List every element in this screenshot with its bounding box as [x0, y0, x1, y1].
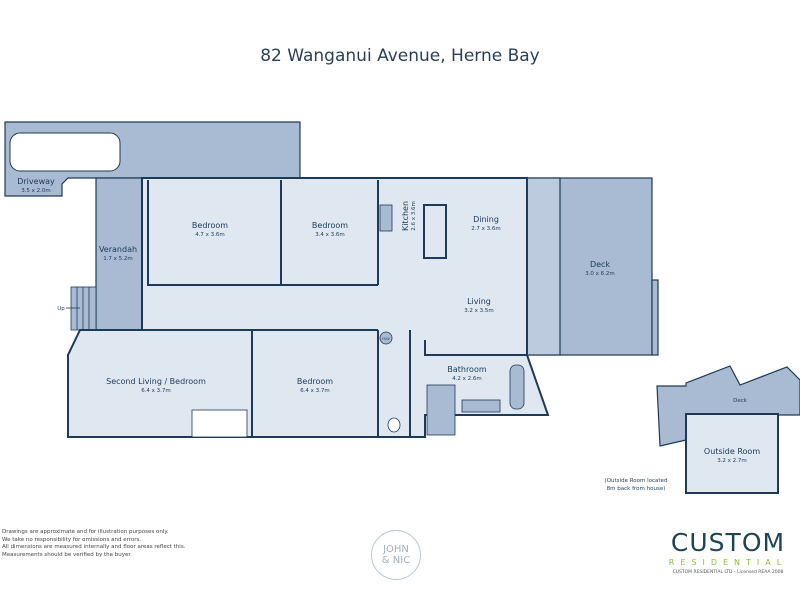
living-label: Living	[467, 297, 491, 306]
bathtub-icon	[509, 364, 525, 410]
brand-name: CUSTOM	[670, 528, 786, 557]
vanity-icon	[461, 399, 501, 413]
hot-water-label: H/W	[382, 337, 390, 341]
seal-line: & NIC	[381, 555, 411, 566]
page-title: 82 Wanganui Avenue, Herne Bay	[260, 46, 540, 66]
verandah-label: Verandah	[99, 245, 137, 254]
bedroom3-dims: 6.4 x 3.7m	[300, 388, 330, 394]
outside-room-area	[685, 413, 779, 494]
hot-water-icon	[379, 331, 393, 345]
up-label: Up	[57, 306, 65, 312]
dining-dims: 2.7 x 3.6m	[471, 226, 501, 232]
driveway-label: Driveway	[17, 177, 55, 186]
disclaimer-line: Measurements should be verified by the b…	[2, 551, 132, 558]
room-labels: Driveway 3.5 x 2.0m Verandah 1.7 x 5.2m …	[17, 177, 760, 492]
outside-note-line2: 8m back from house)	[607, 486, 666, 492]
brand-license: CUSTOM RESIDENTIAL LTD - Licensed REAA 2…	[672, 570, 784, 575]
bathroom-label: Bathroom	[447, 365, 487, 374]
dining-label: Dining	[473, 215, 499, 224]
house-area	[67, 177, 550, 438]
shower-icon	[426, 384, 456, 436]
toilet-icon	[387, 417, 401, 433]
bedroom2-label: Bedroom	[312, 221, 348, 230]
disclaimer-line: All dimensions are measured internally a…	[2, 544, 186, 550]
outside-room-label: Outside Room	[704, 447, 760, 456]
disclaimer-line: We take no responsibility for omissions …	[2, 536, 142, 543]
deck-label: Deck	[590, 260, 610, 269]
custom-residential-logo: CUSTOM RESIDENTIAL CUSTOM RESIDENTIAL LT…	[668, 528, 788, 576]
second-living-dims: 6.4 x 3.7m	[141, 388, 171, 394]
disclaimer-line: Drawings are approximate and for illustr…	[2, 529, 169, 535]
second-living-label: Second Living / Bedroom	[106, 377, 206, 386]
bedroom3-label: Bedroom	[297, 377, 333, 386]
car-icon	[9, 132, 121, 172]
bathroom-dims: 4.2 x 2.6m	[452, 376, 482, 382]
brand-sub: RESIDENTIAL	[668, 558, 788, 567]
deck-dims: 3.0 x 6.2m	[585, 271, 615, 277]
verandah-area	[95, 177, 143, 331]
seal-line: JOHN	[383, 544, 409, 555]
disclaimer: Drawings are approximate and for illustr…	[2, 529, 185, 559]
outside-room-dims: 3.2 x 2.7m	[717, 458, 747, 464]
kitchen-label: Kitchen	[401, 201, 410, 231]
fireplace-icon	[191, 409, 248, 438]
stairs-icon	[70, 286, 97, 331]
bedroom1-dims: 4.7 x 3.6m	[195, 232, 225, 238]
bedroom2-dims: 3.4 x 3.6m	[315, 232, 345, 238]
stove-icon	[379, 204, 393, 232]
john-nic-seal-logo: JOHN & NIC	[371, 530, 421, 580]
living-dims: 3.2 x 3.5m	[464, 308, 494, 314]
driveway-dims: 3.5 x 2.0m	[21, 188, 51, 194]
outside-deck-area	[656, 365, 800, 447]
outside-note-line1: (Outside Room located	[605, 478, 668, 484]
kitchen-dims: 2.6 x 3.6m	[411, 201, 417, 231]
outside-deck-label: Deck	[733, 398, 748, 404]
verandah-dims: 1.7 x 5.2m	[103, 256, 133, 262]
bedroom1-label: Bedroom	[192, 221, 228, 230]
